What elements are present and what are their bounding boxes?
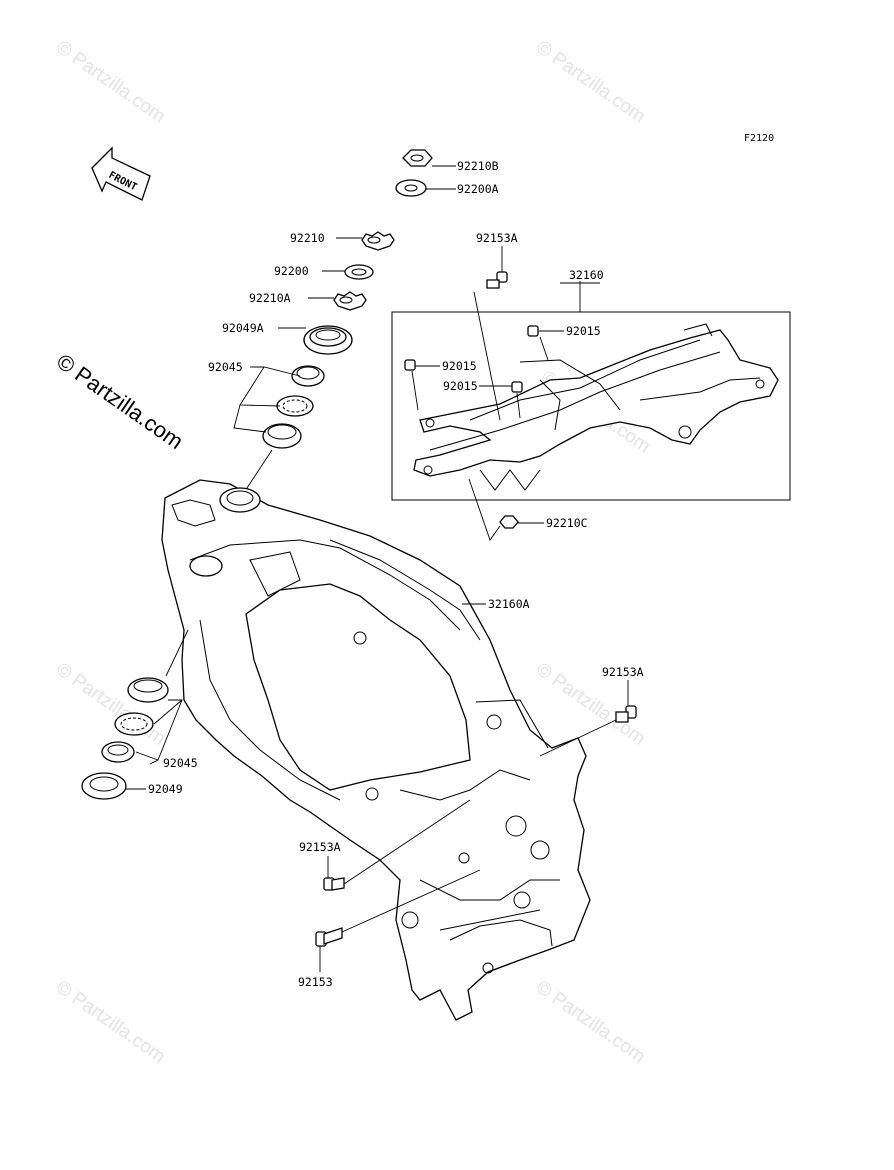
callout-92210c: 92210C xyxy=(546,516,588,530)
watermark-large: © Partzilla.com xyxy=(52,349,188,455)
nut-92210a-icon xyxy=(333,291,367,311)
bearing-upper-92045-icon xyxy=(262,365,325,449)
nut-92210b-icon xyxy=(402,149,433,167)
washer-92200-icon xyxy=(344,264,374,280)
callout-92153a-top: 92153A xyxy=(476,231,518,245)
bolt-92153-icon xyxy=(315,927,343,947)
watermark-top-left: © Partzilla.com xyxy=(52,37,169,128)
subframe-inset-box xyxy=(391,311,791,501)
bolt-92153a-right-icon xyxy=(615,705,637,723)
watermark-bottom-left: © Partzilla.com xyxy=(52,977,169,1068)
watermark-mid-left: © Partzilla.com xyxy=(52,659,169,750)
seal-92049a-icon xyxy=(303,325,353,355)
bolts-lower xyxy=(315,680,637,972)
callout-92210a: 92210A xyxy=(249,291,291,305)
callout-32160: 32160 xyxy=(569,268,604,282)
seal-92049-icon xyxy=(81,772,127,800)
callout-92210b: 92210B xyxy=(457,159,499,173)
nut-92210c-icon xyxy=(499,515,519,529)
front-arrow-icon: FRONT xyxy=(91,146,151,201)
callout-92045-upper: 92045 xyxy=(208,360,243,374)
nut-92210-icon xyxy=(361,231,395,251)
watermark-bottom-right: © Partzilla.com xyxy=(532,977,649,1068)
callout-92049: 92049 xyxy=(148,782,183,796)
steering-stem-parts xyxy=(233,149,456,501)
main-frame-32160a xyxy=(161,479,591,1021)
callout-92153a-right: 92153A xyxy=(602,665,644,679)
callout-92200a: 92200A xyxy=(457,182,499,196)
callout-92153: 92153 xyxy=(298,975,333,989)
callout-92049a: 92049A xyxy=(222,321,264,335)
callout-92153a-left: 92153A xyxy=(299,840,341,854)
callout-92045-lower: 92045 xyxy=(163,756,198,770)
callout-92015-a: 92015 xyxy=(566,324,601,338)
bearing-lower-92045-icon xyxy=(101,677,169,763)
callout-32160a: 32160A xyxy=(488,597,530,611)
steering-lower-parts xyxy=(81,629,189,800)
collar-92015-icon xyxy=(404,325,539,393)
callout-92015-b: 92015 xyxy=(442,359,477,373)
bolt-92153a-top-icon xyxy=(486,271,508,289)
callout-92200: 92200 xyxy=(274,264,309,278)
callout-92210: 92210 xyxy=(290,231,325,245)
callout-labels: 92210B 92200A 92210 92200 92210A 92049A … xyxy=(148,159,644,989)
callout-92015-c: 92015 xyxy=(443,379,478,393)
washer-92200a-icon xyxy=(395,179,427,197)
bolt-92153a-left-icon xyxy=(323,877,345,891)
subframe-assembly xyxy=(391,246,791,541)
diagram-code: F2120 xyxy=(744,133,774,144)
watermark-top-right: © Partzilla.com xyxy=(532,37,649,128)
